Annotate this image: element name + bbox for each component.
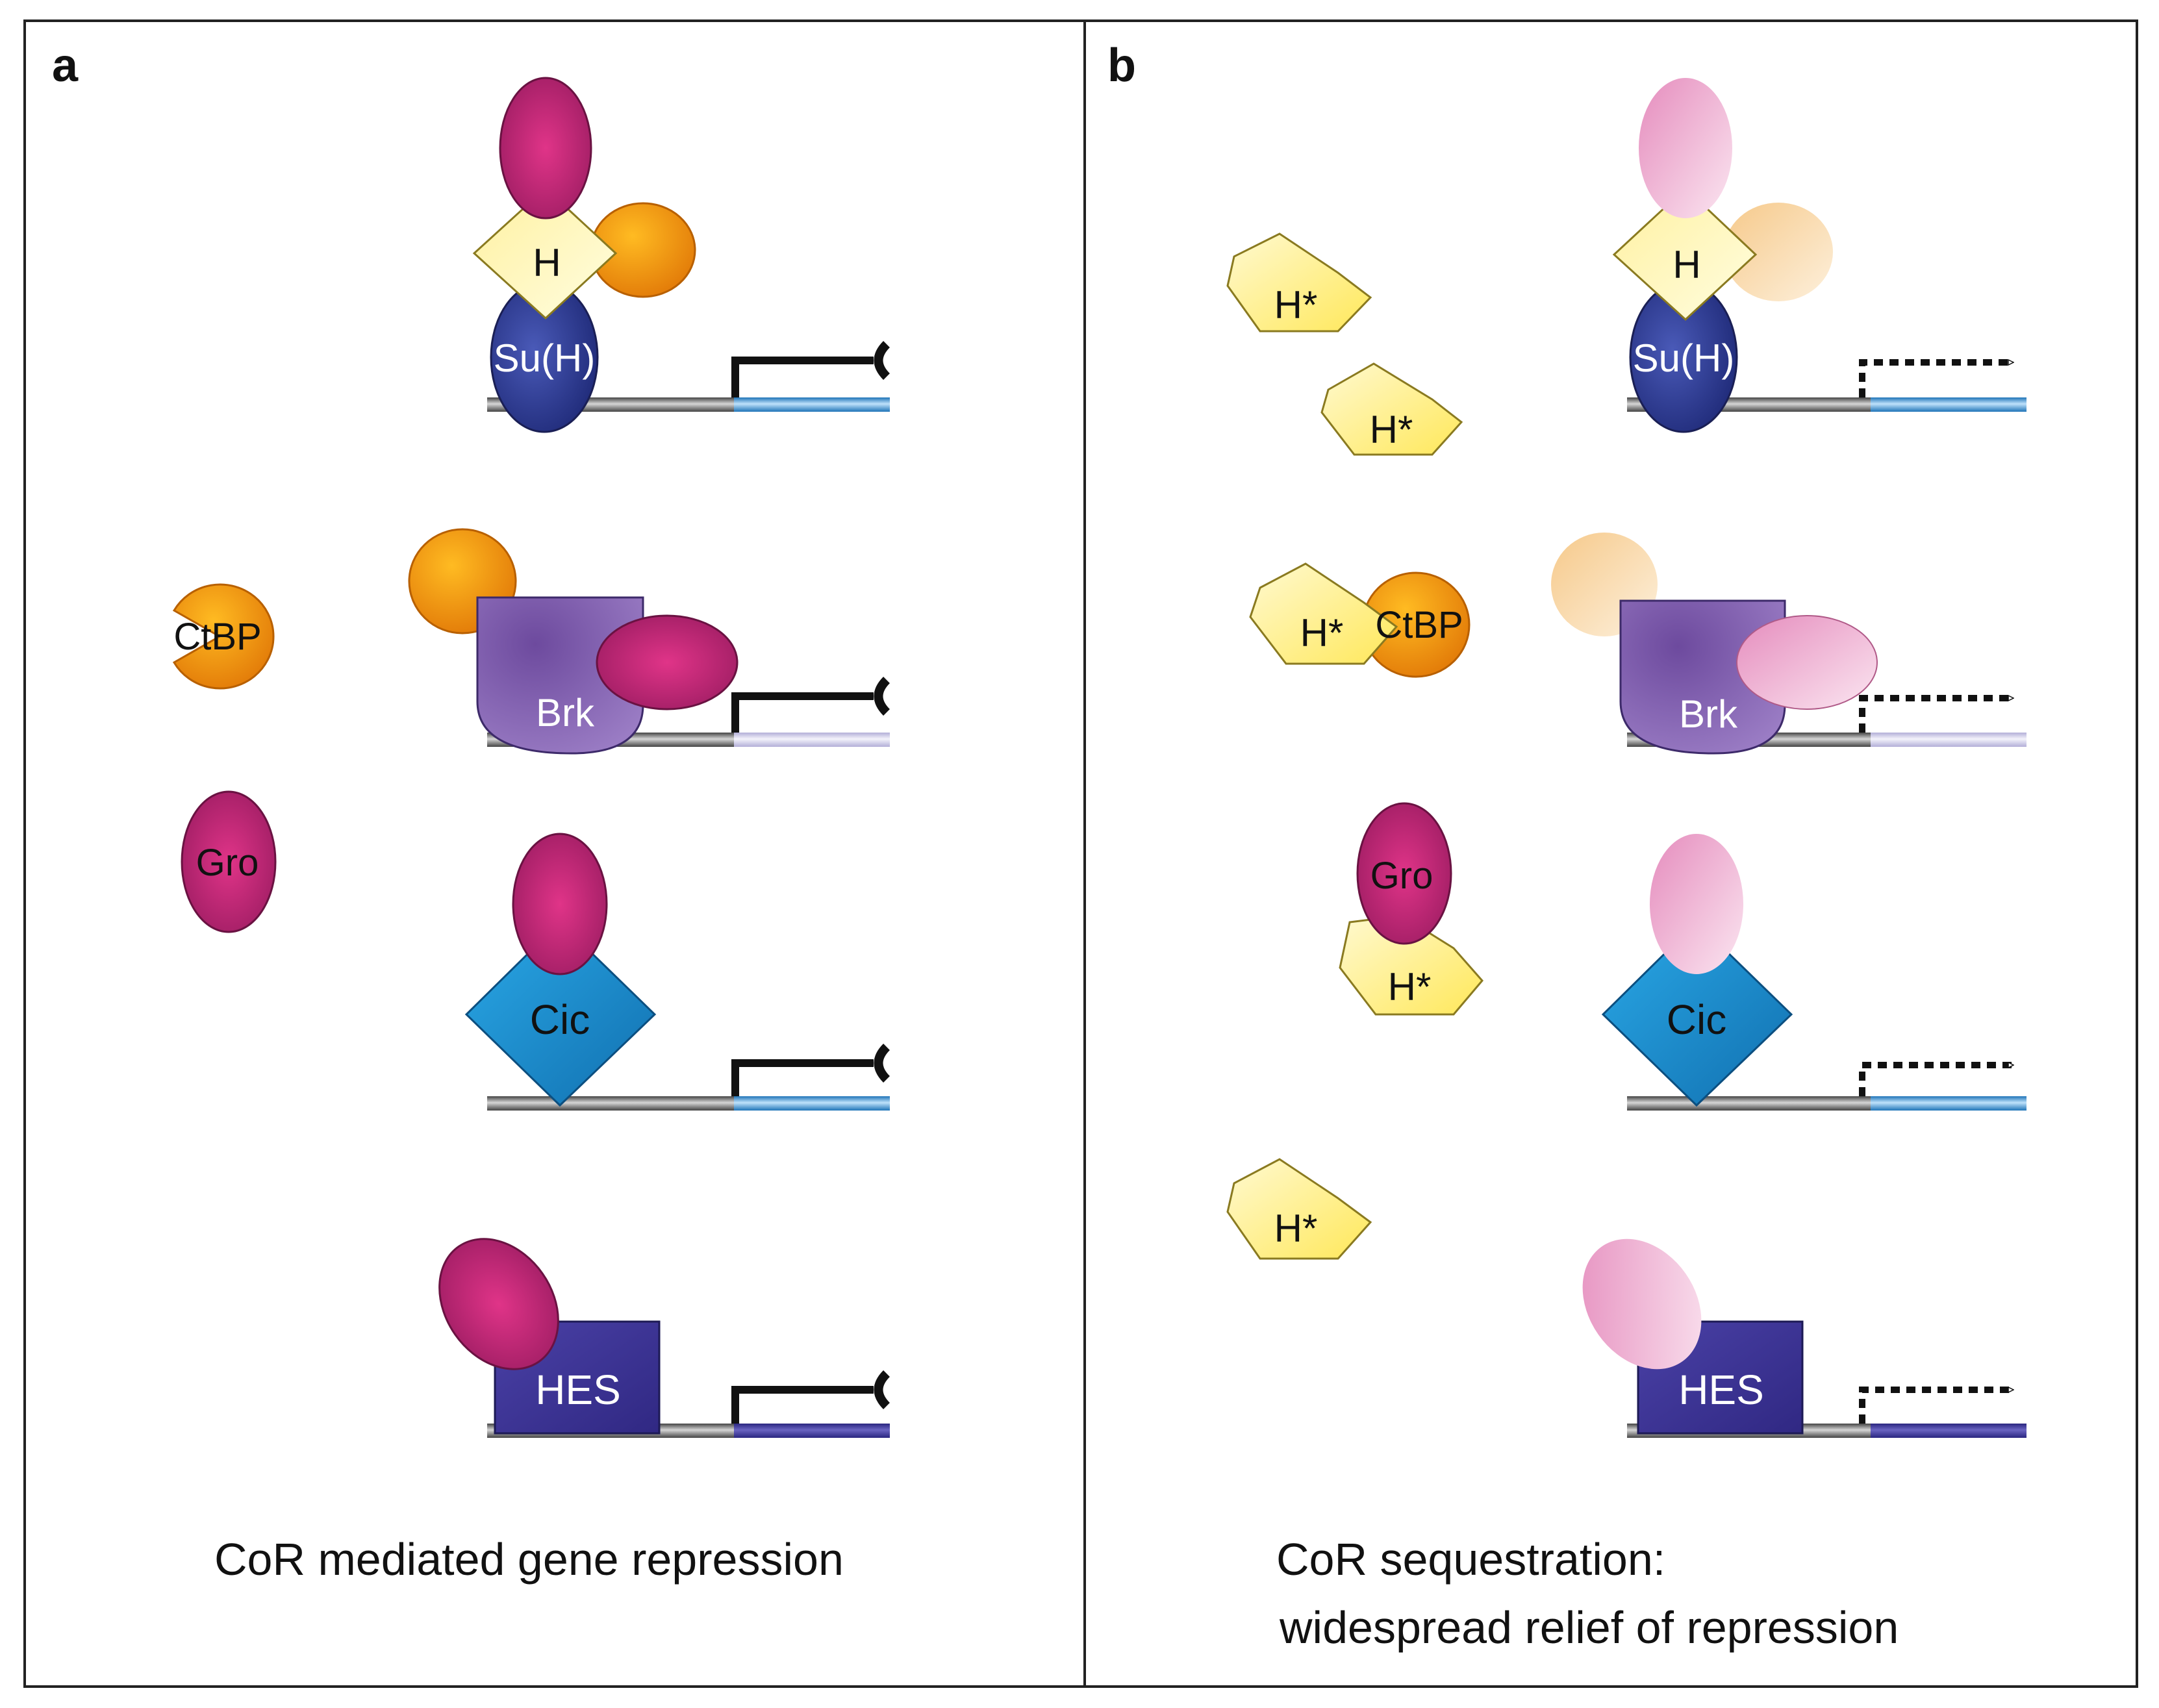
a-suh-label: Su(H) — [494, 336, 596, 380]
b-row1-gene — [1627, 359, 2026, 412]
a-gro-on-cic — [512, 833, 608, 975]
b-row1-active-promoter — [1859, 359, 2014, 397]
b-hstar-3-label: H* — [1300, 611, 1344, 655]
a-row1-coding — [734, 397, 890, 412]
panel-a-label: a — [52, 40, 79, 92]
b-row3-active-promoter — [1859, 1062, 2014, 1096]
b-hstar-1-shape — [1226, 232, 1372, 333]
a-row3-block-tbar — [874, 1044, 890, 1083]
b-h-label: H — [1673, 243, 1700, 286]
b-hstar-5-shape — [1226, 1158, 1372, 1260]
b-gro-hstar-complex: H* Gro — [1339, 802, 1484, 1016]
a-caption: CoR mediated gene repression — [214, 1534, 844, 1585]
a-gro-on-hes — [438, 1238, 559, 1370]
a-row3-gene — [487, 1044, 890, 1111]
a-row3-dna — [487, 1096, 734, 1111]
b-hstar-3-shape — [1249, 562, 1398, 665]
b-hstar-1: H* — [1226, 232, 1372, 333]
b-suh-label: Su(H) — [1633, 336, 1735, 380]
a-row1-blocked-promoter — [731, 357, 874, 397]
b-gro-faded-on-h — [1639, 78, 1732, 218]
a-row4-blocked-promoter — [731, 1386, 874, 1424]
b-row3-gene — [1627, 1062, 2026, 1111]
b-caption-line1: CoR sequestration: — [1276, 1534, 1665, 1585]
panel-b-label: b — [1107, 40, 1136, 92]
b-hstar-1-label: H* — [1274, 283, 1318, 327]
a-brk-label: Brk — [536, 691, 595, 735]
b-gro-faded-on-hes — [1582, 1238, 1702, 1370]
b-caption-line2: widespread relief of repression — [1279, 1602, 1899, 1653]
a-free-gro-label: Gro — [196, 842, 259, 884]
b-hstar-5: H* — [1226, 1158, 1372, 1260]
b-hstar-2: H* — [1320, 362, 1463, 456]
b-hes-label: HES — [1678, 1366, 1764, 1413]
b-gro-faded-on-cic — [1650, 834, 1743, 974]
b-brk-protein — [1619, 599, 1786, 755]
b-hstar-ctbp-complex: H* CtBP — [1249, 562, 1471, 678]
a-hes-label: HES — [535, 1366, 621, 1413]
b-row3-dna — [1627, 1096, 1871, 1111]
a-row3-blocked-promoter — [731, 1059, 874, 1096]
b-row2-coding — [1871, 733, 2026, 747]
b-row3-coding — [1871, 1096, 2026, 1111]
a-h-protein — [472, 186, 618, 320]
a-cic-label: Cic — [530, 996, 590, 1043]
a-row4-coding — [734, 1424, 890, 1438]
b-hstar-4-label: H* — [1388, 965, 1432, 1009]
a-row2-coding — [734, 733, 890, 747]
a-free-ctbp — [172, 583, 275, 690]
b-row1-coding — [1871, 397, 2026, 412]
panel-b-frame — [1083, 19, 2138, 1688]
a-cic-protein — [464, 920, 657, 1107]
b-row2-active-promoter — [1859, 695, 2014, 733]
a-brk-protein — [476, 596, 644, 755]
a-row4-block-tbar — [874, 1370, 890, 1409]
b-ctbp-bound-label: CtBP — [1375, 604, 1463, 646]
a-gro-on-brk — [596, 614, 739, 710]
b-h-protein — [1612, 186, 1758, 321]
b-row4-coding — [1871, 1424, 2026, 1438]
a-gro-on-h — [499, 77, 592, 220]
b-gro-faded-on-brk — [1736, 615, 1878, 710]
b-gro-bound — [1356, 802, 1452, 945]
a-row2-block-tbar — [874, 677, 890, 716]
a-row3-coding — [734, 1096, 890, 1111]
a-free-gro — [181, 790, 277, 933]
b-cic-label: Cic — [1667, 996, 1726, 1043]
a-row2-blocked-promoter — [731, 692, 874, 733]
a-h-label: H — [533, 241, 561, 284]
b-gro-bound-label: Gro — [1370, 855, 1433, 897]
b-ctbp-faded-on-h — [1724, 203, 1833, 301]
b-hstar-5-label: H* — [1274, 1207, 1318, 1250]
b-hstar-2-label: H* — [1370, 408, 1413, 451]
a-row1-block-tbar — [874, 341, 890, 380]
a-free-ctbp-label: CtBP — [173, 616, 261, 658]
b-cic-protein — [1601, 920, 1793, 1107]
b-row4-active-promoter — [1859, 1387, 2014, 1424]
b-brk-label: Brk — [1679, 692, 1738, 736]
b-hstar-2-shape — [1320, 362, 1463, 456]
